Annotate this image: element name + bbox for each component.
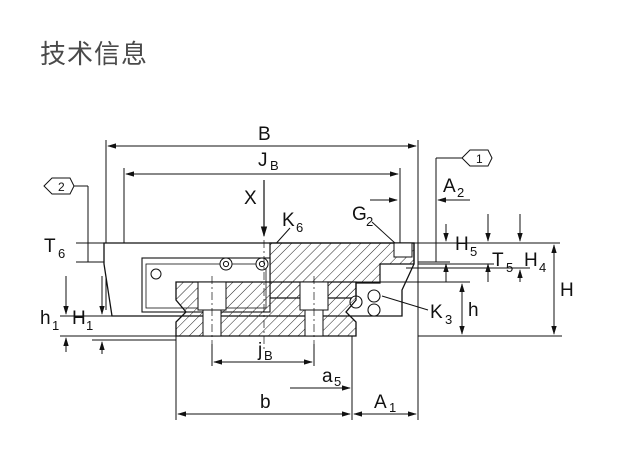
label-H1-sub: 1 [86,318,93,333]
page-title: 技术信息 [40,40,149,70]
label-k6-sub: 6 [296,220,303,235]
label-h-total: H [560,280,574,301]
label-h4-sub: 4 [539,260,546,275]
dimension-jb-lower: j B [211,340,315,366]
callout-2-text: 2 [58,180,65,194]
label-t6: T [44,236,56,257]
label-h1: h [40,308,51,329]
dimension-a2: A 2 [370,176,470,203]
label-h5-sub: 5 [470,244,477,259]
dimension-g2: G 2 [352,204,397,245]
dimension-t6: T 6 [44,236,104,263]
view-x: X [244,180,268,238]
dimension-a5: a 5 [290,336,353,420]
label-a1-sub: 1 [389,400,396,415]
label-h4: H [524,250,538,271]
label-a5-sub: 5 [334,374,341,389]
label-jb-sub: B [264,348,273,363]
label-b-lower: b [260,392,271,413]
dimension-k6: K 6 [271,210,303,249]
label-g2: G [352,204,367,225]
label-h-small: h [468,300,479,321]
dimension-h5: H 5 [414,224,560,282]
dimension-h1-large: H 1 [72,276,176,354]
label-a5: a [322,366,333,387]
dimension-k3: K 3 [381,295,452,327]
label-k3: K [430,302,443,323]
label-k3-sub: 3 [445,312,452,327]
label-j: J [258,150,268,171]
label-H1: H [72,308,86,329]
callout-2: 2 [43,177,89,262]
dimension-h-total: H [418,244,574,337]
guide-rail [175,240,357,350]
dimension-h-small: h [356,281,479,335]
label-t6-sub: 6 [58,246,65,261]
label-b: B [258,124,271,145]
label-a2-sub: 2 [457,185,464,200]
callout-1: 1 [435,149,493,262]
label-jb: j [257,340,262,361]
label-g2-sub: 2 [366,214,373,229]
dimension-b-lower: b [175,336,351,420]
dimension-a1: A 1 [353,336,419,420]
label-k6: K [282,210,295,231]
label-h1-sub: 1 [52,318,59,333]
callout-1-text: 1 [476,152,483,166]
dimension-h4: H 4 [406,214,546,282]
dimension-h1-small: h 1 [40,276,180,352]
label-j-sub: B [270,158,279,173]
label-h5: H [455,234,469,255]
label-t5: T [492,250,504,271]
label-a2: A [443,176,456,197]
label-x: X [244,188,257,209]
dimension-b: B [105,124,419,340]
label-a1: A [374,392,387,413]
